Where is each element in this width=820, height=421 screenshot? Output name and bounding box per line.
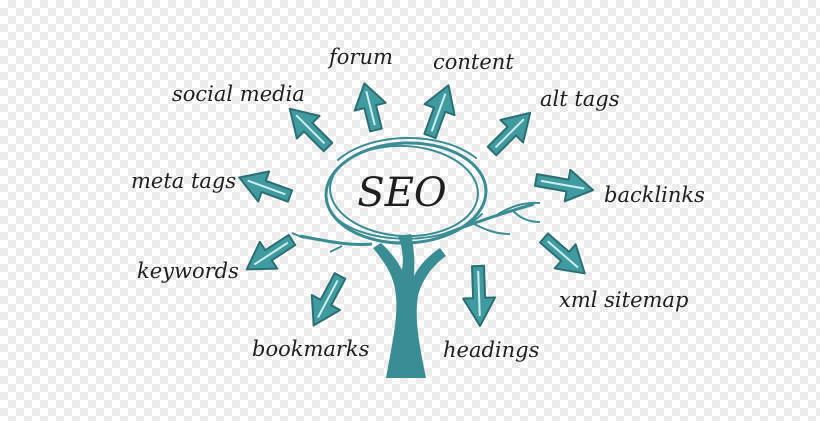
arrow-alt-tags bbox=[486, 111, 532, 157]
arrow-meta-tags bbox=[238, 170, 294, 203]
label-bookmarks: bookmarks bbox=[252, 337, 370, 361]
label-forum: forum bbox=[327, 45, 393, 69]
label-keywords: keywords bbox=[137, 259, 239, 283]
arrow-xml-sitemap bbox=[539, 232, 586, 275]
arrow-bookmarks bbox=[310, 272, 347, 327]
arrow-keywords bbox=[245, 233, 297, 271]
arrow-backlinks bbox=[533, 168, 595, 203]
label-backlinks: backlinks bbox=[604, 183, 705, 207]
label-alt-tags: alt tags bbox=[540, 87, 620, 111]
label-social-media: social media bbox=[172, 82, 305, 106]
label-headings: headings bbox=[443, 338, 540, 362]
label-content: content bbox=[433, 50, 514, 74]
arrow-social-media bbox=[288, 107, 334, 153]
label-meta-tags: meta tags bbox=[131, 169, 236, 193]
arrow-forum bbox=[353, 82, 387, 133]
arrow-headings bbox=[462, 264, 497, 327]
seo-center-label: SEO bbox=[357, 170, 446, 216]
seo-scribble-circle bbox=[324, 137, 488, 245]
label-xml-sitemap: xml sitemap bbox=[559, 288, 688, 312]
arrow-content bbox=[423, 84, 456, 140]
